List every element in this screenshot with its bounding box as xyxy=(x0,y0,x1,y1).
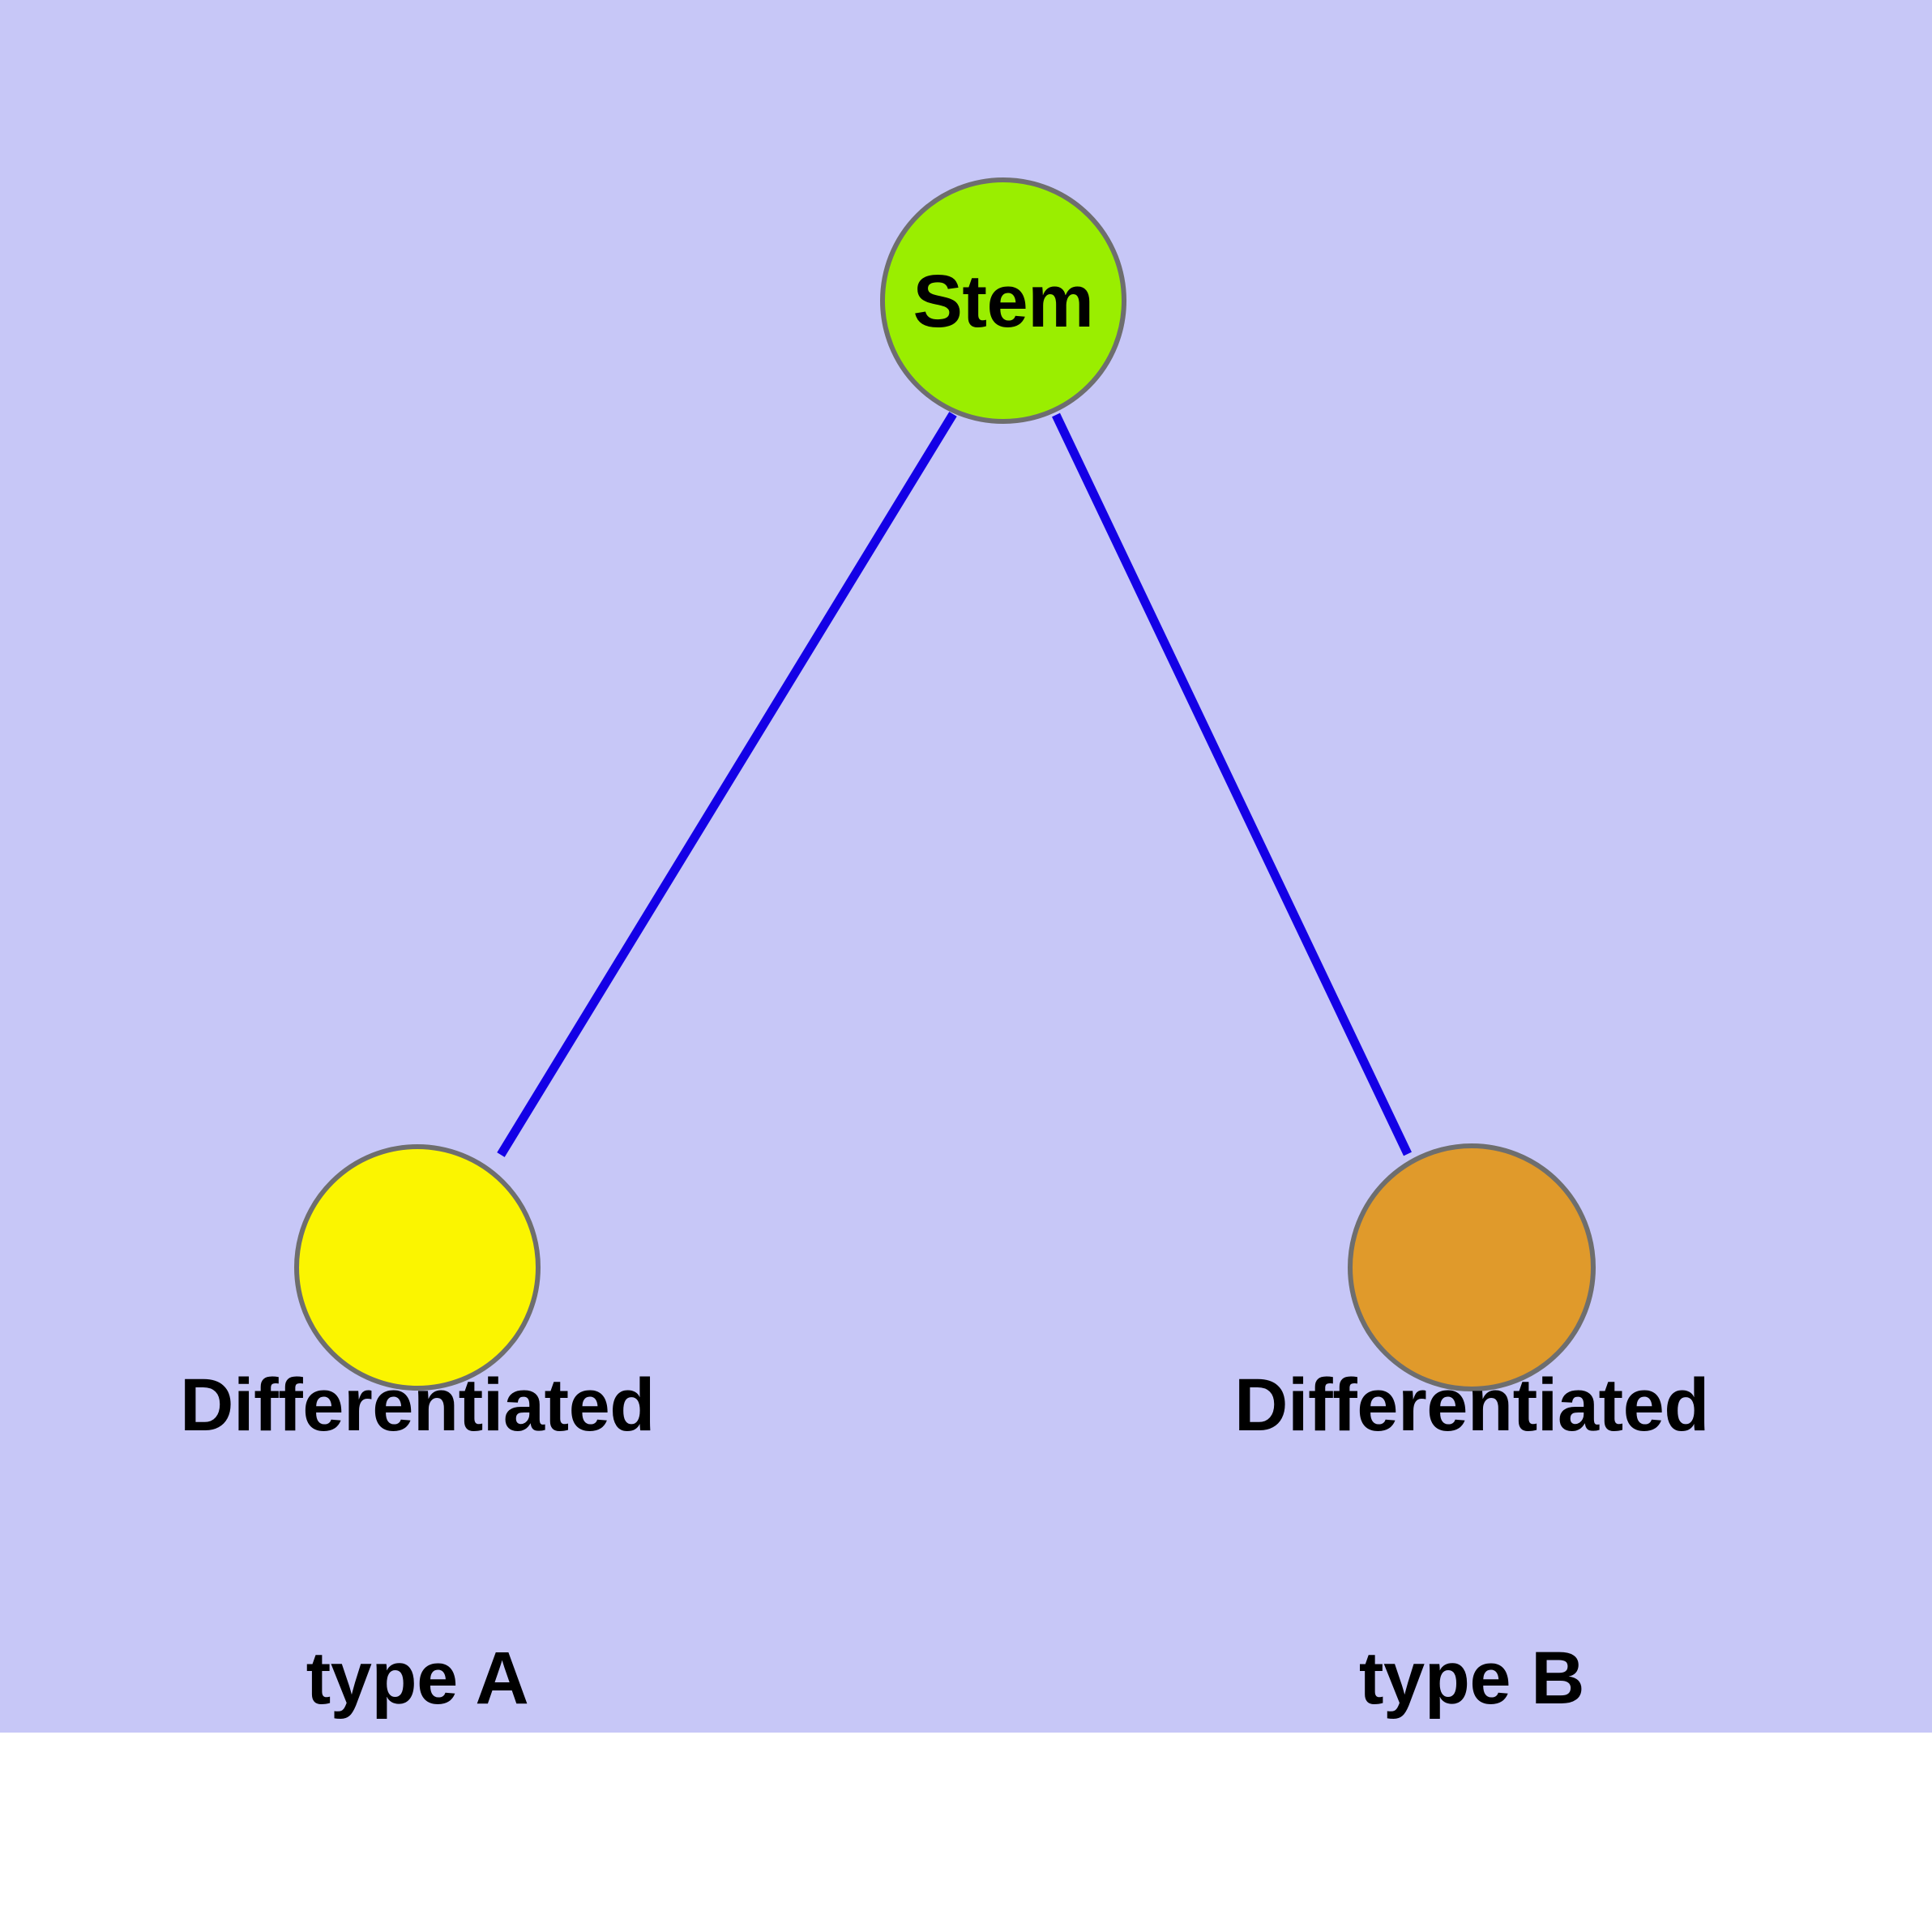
node-label-line-2: type A xyxy=(306,1637,529,1720)
node-label-differentiated-type-b: Differentiated type B xyxy=(1148,1178,1796,1906)
node-label-stem: Stem xyxy=(913,260,1094,343)
node-label-line-1: Differentiated xyxy=(180,1364,655,1447)
graph-canvas: Stem Differentiated type A Differentiate… xyxy=(0,0,1932,1733)
node-label-line-1: Differentiated xyxy=(1234,1364,1709,1447)
edge-stem-to-diff-b xyxy=(1052,412,1412,1156)
node-differentiated-type-a[interactable] xyxy=(294,1144,541,1391)
edge-stem-to-diff-a xyxy=(497,412,957,1157)
node-label-differentiated-type-a: Differentiated type A xyxy=(93,1178,742,1906)
node-label-line-2: type B xyxy=(1358,1637,1585,1720)
node-differentiated-type-b[interactable] xyxy=(1348,1143,1596,1391)
node-stem[interactable] xyxy=(880,177,1126,424)
edge-layer xyxy=(497,412,1412,1157)
